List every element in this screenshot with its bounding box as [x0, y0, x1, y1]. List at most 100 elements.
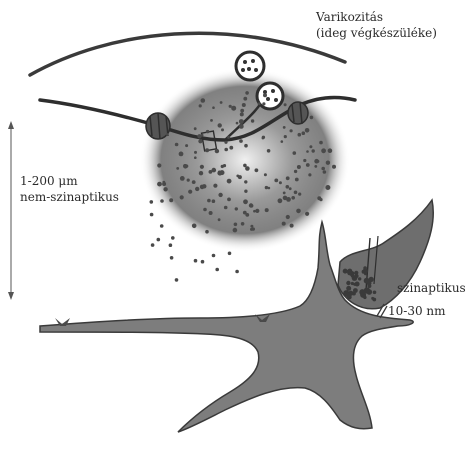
- cleft-molecule: [353, 288, 358, 293]
- transmitter-dot: [220, 101, 223, 104]
- transmitter-dot: [209, 211, 213, 215]
- transmitter-dot: [229, 105, 232, 108]
- transmitter-dot: [150, 200, 154, 204]
- cleft-molecule: [363, 296, 366, 299]
- transmitter-dot: [312, 149, 315, 152]
- transmitter-dot: [258, 102, 261, 105]
- transmitter-dot: [297, 165, 301, 169]
- transmitter-dot: [295, 178, 299, 182]
- cleft-molecule: [346, 281, 350, 285]
- transmitter-dot: [243, 199, 248, 204]
- transmitter-dot: [215, 268, 219, 272]
- transmitter-dot: [264, 173, 267, 176]
- transmitter-dot: [210, 119, 213, 122]
- transmitter-dot: [242, 103, 246, 107]
- transmitter-dot: [326, 161, 330, 165]
- transmitter-dot: [283, 126, 286, 129]
- transmitter-dot: [283, 196, 288, 201]
- transmitter-dot: [227, 179, 232, 184]
- transmitter-dot: [240, 109, 244, 113]
- transmitter-dot: [296, 209, 301, 214]
- transmitter-dot: [310, 116, 314, 120]
- transmitter-dot: [243, 164, 247, 168]
- upper-membrane-curve: [30, 33, 345, 75]
- transmitter-dot: [194, 151, 197, 154]
- transmitter-dot: [224, 141, 227, 144]
- transmitter-dot: [150, 213, 154, 217]
- vesicle-bottom: [257, 83, 283, 109]
- transmitter-dot: [251, 119, 254, 122]
- cleft-molecule: [351, 282, 354, 285]
- transmitter-dot: [183, 164, 187, 168]
- transmitter-dot: [319, 198, 322, 201]
- transmitter-dot: [198, 139, 202, 143]
- transmitter-dot: [176, 167, 179, 170]
- transmitter-dot: [309, 145, 312, 148]
- vesicle-top: [236, 52, 264, 80]
- transmitter-dot: [171, 236, 175, 240]
- transmitter-dot: [306, 163, 310, 167]
- transmitter-dot: [160, 199, 164, 203]
- transmitter-dot: [192, 180, 196, 184]
- transmitter-dot: [212, 106, 215, 109]
- transmitter-dot: [180, 195, 184, 199]
- transmitter-dot: [180, 176, 185, 181]
- transmitter-dot: [188, 190, 192, 194]
- transmitter-dot: [234, 223, 238, 227]
- transmitter-dot: [243, 97, 247, 101]
- cleft-molecule: [346, 286, 351, 291]
- transmitter-dot: [250, 225, 253, 228]
- transmitter-dot: [290, 224, 294, 228]
- transmitter-dot: [281, 140, 284, 143]
- transmitter-dot: [314, 165, 317, 168]
- transmitter-dot: [199, 104, 202, 107]
- transmitter-dot: [157, 182, 162, 187]
- transmitter-dot: [231, 106, 236, 111]
- transmitter-dot: [209, 170, 213, 174]
- cleft-molecule: [358, 277, 361, 280]
- transmitter-dot: [244, 180, 247, 183]
- distance-label-line2: nem-szinaptikus: [20, 190, 119, 205]
- transmitter-dot: [215, 149, 219, 153]
- transmitter-dot: [323, 170, 327, 174]
- transmitter-dot: [252, 227, 255, 230]
- transmitter-dot: [235, 270, 239, 274]
- transmitter-dot: [265, 208, 269, 212]
- transmitter-dot: [166, 133, 169, 136]
- transmitter-dot: [235, 207, 238, 210]
- transmitter-dot: [163, 187, 167, 191]
- transmitter-dot: [194, 259, 198, 263]
- transmitter-dot: [227, 136, 230, 139]
- transmitter-dot: [201, 98, 206, 103]
- transmitter-dot: [151, 243, 155, 247]
- transmitter-dot: [224, 206, 228, 210]
- transmitter-dot: [194, 127, 197, 130]
- transmitter-dot: [175, 143, 179, 147]
- transmitter-dot: [227, 198, 231, 202]
- transmitter-dot: [293, 151, 297, 155]
- transmitter-dot: [233, 228, 238, 233]
- transmitter-dot: [298, 193, 301, 196]
- transmitter-dot: [244, 190, 247, 193]
- transmitter-dot: [245, 91, 249, 95]
- cleft-molecule: [343, 269, 348, 274]
- transmitter-dot: [157, 163, 161, 167]
- distance-arrow: [8, 121, 14, 300]
- transmitter-dot: [175, 278, 179, 282]
- transmitter-dot: [239, 119, 244, 124]
- transmitter-dot: [229, 146, 233, 150]
- transmitter-dot: [291, 196, 295, 200]
- cleft-width-label: 10-30 nm: [388, 304, 446, 319]
- varicosity-label-line2: (ideg végkészüléke): [316, 26, 437, 41]
- transmitter-dot: [305, 212, 309, 216]
- transmitter-dot: [298, 133, 302, 137]
- transmitter-dot: [332, 165, 336, 169]
- transmitter-dot: [221, 128, 224, 131]
- cleft-molecule: [364, 288, 370, 294]
- transmitter-dot: [316, 160, 319, 163]
- transmitter-dot: [220, 170, 225, 175]
- transmitter-dot: [169, 198, 173, 202]
- transmitter-dot: [263, 93, 267, 97]
